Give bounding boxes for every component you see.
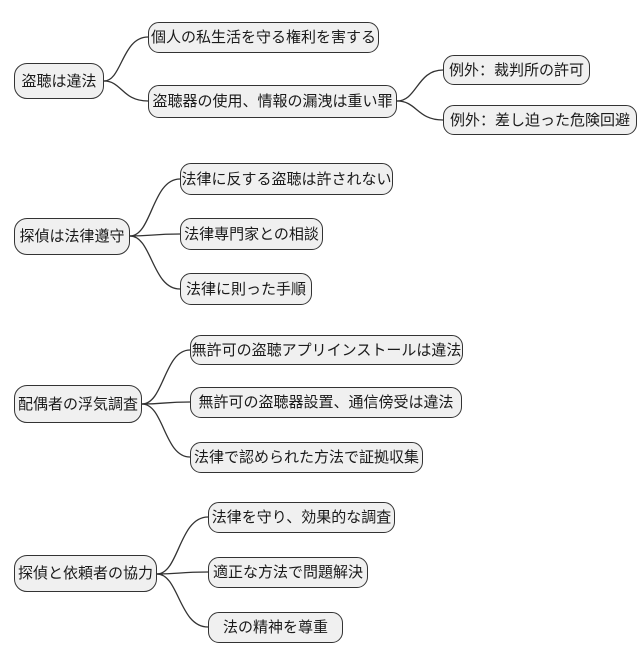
mindmap-node-unauthorized-app-install-illegal: 無許可の盗聴アプリインストールは違法 <box>190 335 463 365</box>
mindmap-node-illegal-wiretap-not-allowed: 法律に反する盗聴は許されない <box>180 163 393 195</box>
mindmap-node-unauthorized-device-interception-illegal: 無許可の盗聴器設置、通信傍受は違法 <box>190 387 462 418</box>
connector <box>141 403 191 458</box>
connector <box>396 100 444 121</box>
connector <box>156 573 209 628</box>
connector <box>129 233 181 237</box>
connector <box>103 36 149 82</box>
mindmap-node-lawful-procedure: 法律に則った手順 <box>180 273 312 305</box>
mindmap-node-heavy-crime: 盗聴器の使用、情報の漏洩は重い罪 <box>148 85 397 118</box>
connector <box>129 235 181 290</box>
mindmap-node-root-wiretapping-illegal: 盗聴は違法 <box>14 63 104 99</box>
mindmap-node-consult-legal-expert: 法律専門家との相談 <box>180 218 323 250</box>
mindmap-node-exception-imminent-danger: 例外：差し迫った危険回避 <box>443 105 637 135</box>
mindmap-node-root-spouse-infidelity-investigation: 配偶者の浮気調査 <box>14 385 142 423</box>
connector <box>156 516 209 575</box>
mindmap-node-root-detective-law-compliance: 探偵は法律遵守 <box>14 218 130 255</box>
mindmap-node-privacy-right: 個人の私生活を守る権利を害する <box>148 22 379 53</box>
connector <box>156 571 209 575</box>
mindmap-node-legal-evidence-collection: 法律で認められた方法で証拠収集 <box>190 442 423 473</box>
mindmap-node-respect-spirit-of-law: 法の精神を尊重 <box>208 612 343 643</box>
mindmap-node-proper-problem-solving: 適正な方法で問題解決 <box>208 557 368 588</box>
connector <box>103 80 149 102</box>
connector <box>129 178 181 237</box>
mindmap-node-root-detective-client-cooperation: 探偵と依頼者の協力 <box>14 555 157 592</box>
connector <box>141 401 191 405</box>
connector <box>141 349 191 405</box>
mindmap-node-effective-lawful-investigation: 法律を守り、効果的な調査 <box>208 502 395 533</box>
connector <box>396 69 444 102</box>
mindmap-node-exception-court-permission: 例外：裁判所の許可 <box>443 55 590 85</box>
